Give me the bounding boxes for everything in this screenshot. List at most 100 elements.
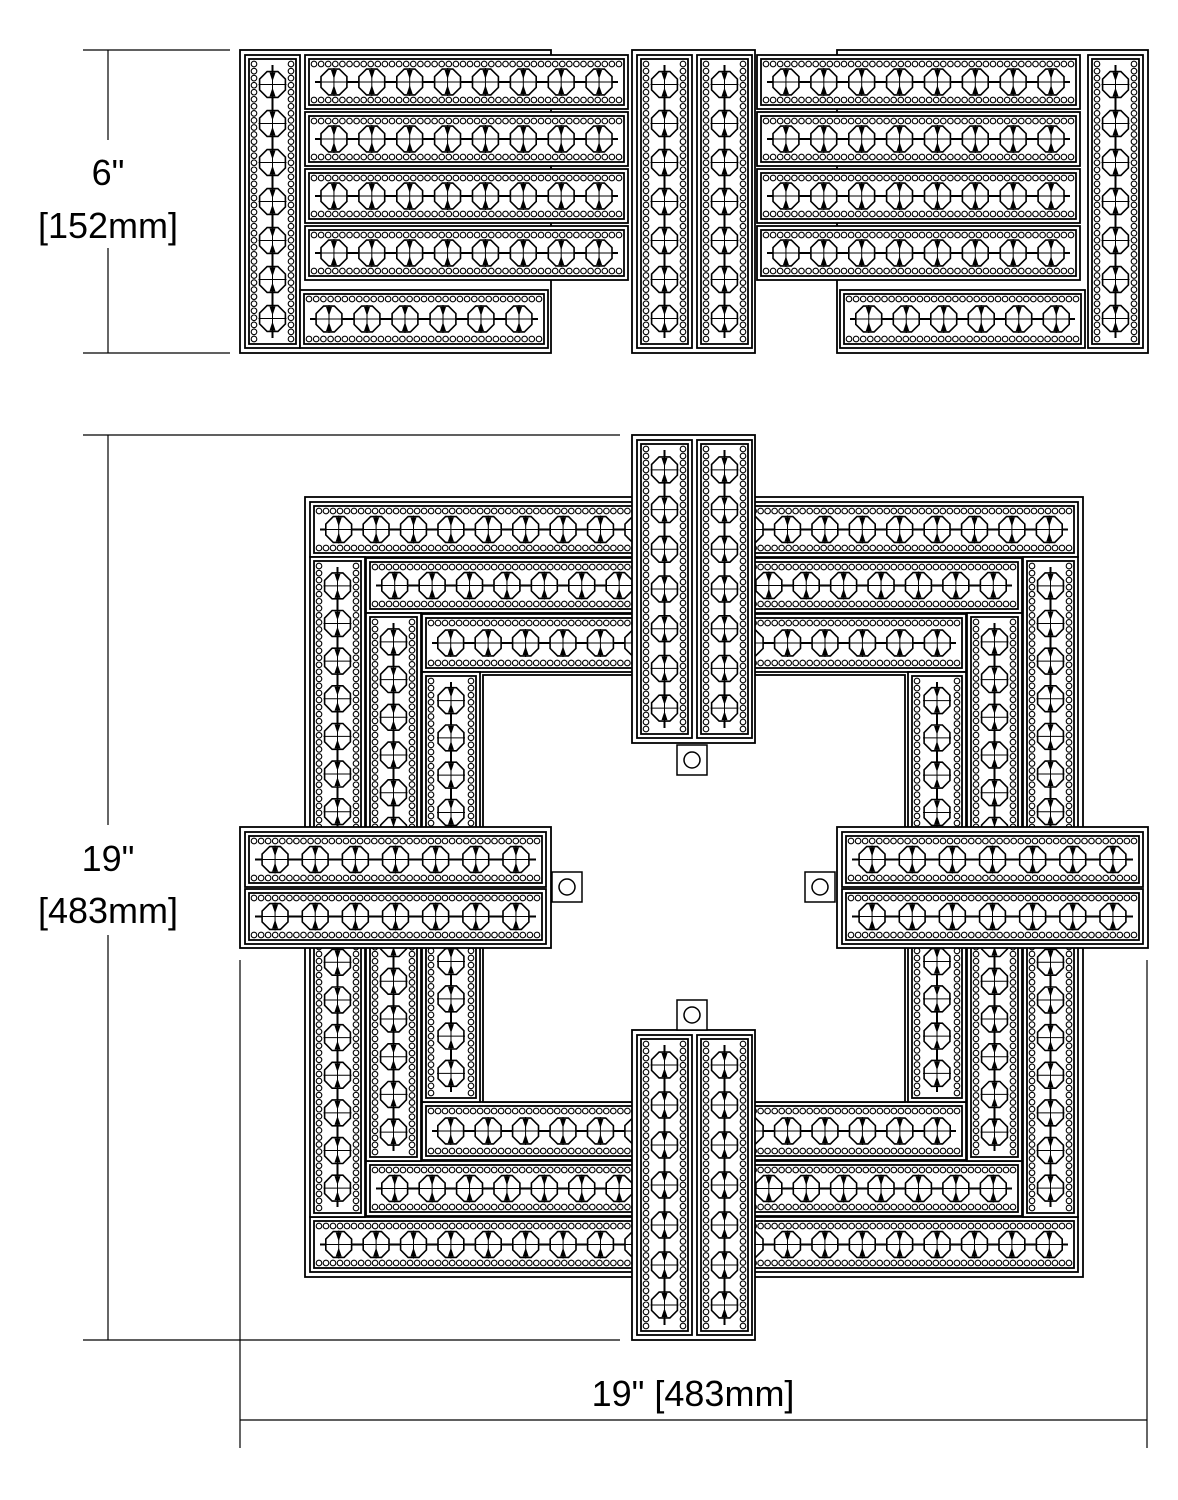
crystal-strip xyxy=(304,225,629,281)
crystal-icon xyxy=(923,1022,951,1051)
crystal-icon xyxy=(1037,239,1066,267)
crystal-icon xyxy=(792,571,821,600)
crystal-icon xyxy=(323,1098,352,1127)
crystal-icon xyxy=(810,515,839,544)
crystal-icon xyxy=(1058,845,1087,874)
crystal-icon xyxy=(1036,647,1065,676)
crystal-icon xyxy=(474,629,503,657)
crystal-strip xyxy=(304,54,629,110)
crystal-icon xyxy=(258,148,287,177)
crystal-icon xyxy=(710,694,739,723)
crystal-icon xyxy=(923,686,951,715)
crystal-icon xyxy=(258,70,287,99)
crystal-icon xyxy=(1004,305,1033,333)
crystal-icon xyxy=(773,1230,802,1259)
crystal-icon xyxy=(1036,571,1065,600)
crystal-strip xyxy=(636,54,693,349)
crystal-icon xyxy=(605,571,634,600)
crystal-icon xyxy=(341,845,370,874)
crystal-icon xyxy=(650,575,679,603)
crystal-icon xyxy=(474,1230,503,1259)
crystal-icon xyxy=(258,109,287,138)
crystal-icon xyxy=(501,845,530,874)
crystal-icon xyxy=(258,304,287,333)
crystal-icon xyxy=(848,1117,877,1145)
crystal-icon xyxy=(809,239,838,267)
crystal-icon xyxy=(999,182,1028,210)
crystal-icon xyxy=(474,515,503,544)
plan-depth-inches: 19" xyxy=(81,838,135,879)
crystal-icon xyxy=(353,305,381,333)
crystal-icon xyxy=(586,1230,615,1259)
crystal-icon xyxy=(433,182,462,210)
mount-bracket-icon xyxy=(676,999,708,1031)
crystal-icon xyxy=(923,1117,952,1145)
crystal-icon xyxy=(357,125,386,153)
crystal-icon xyxy=(773,515,802,544)
crystal-icon xyxy=(379,627,408,656)
crystal-icon xyxy=(323,647,352,676)
crystal-icon xyxy=(923,182,952,210)
crystal-icon xyxy=(885,182,914,210)
crystal-icon xyxy=(650,614,679,643)
crystal-icon xyxy=(323,1023,352,1052)
crystal-icon xyxy=(379,1005,408,1033)
crystal-icon xyxy=(848,515,877,544)
crystal-icon xyxy=(585,182,614,210)
crystal-icon xyxy=(357,68,386,96)
crystal-icon xyxy=(650,694,679,723)
crystal-icon xyxy=(1101,265,1130,294)
crystal-icon xyxy=(980,741,1009,769)
crystal-icon xyxy=(867,571,896,600)
crystal-icon xyxy=(511,515,540,544)
crystal-icon xyxy=(301,902,330,931)
crystal-icon xyxy=(885,1230,914,1259)
crystal-icon xyxy=(710,455,739,484)
crystal-icon xyxy=(549,1117,577,1145)
crystal-icon xyxy=(710,265,739,294)
crystal-icon xyxy=(1058,902,1087,931)
crystal-icon xyxy=(301,845,330,874)
crystal-icon xyxy=(885,239,914,267)
crystal-icon xyxy=(923,1059,951,1088)
crystal-strip xyxy=(304,168,629,224)
crystal-icon xyxy=(923,723,951,752)
crystal-icon xyxy=(1035,1230,1064,1259)
crystal-icon xyxy=(437,984,465,1013)
crystal-icon xyxy=(929,305,958,333)
crystal-icon xyxy=(858,845,887,874)
crystal-icon xyxy=(829,1174,858,1203)
crystal-icon xyxy=(710,495,739,524)
crystal-icon xyxy=(261,845,290,874)
crystal-icon xyxy=(809,125,838,153)
crystal-icon xyxy=(710,654,739,683)
crystal-icon xyxy=(980,627,1009,656)
crystal-icon xyxy=(501,902,530,931)
crystal-icon xyxy=(437,798,465,827)
crystal-icon xyxy=(710,1171,739,1199)
crystal-icon xyxy=(923,125,952,153)
crystal-strip xyxy=(244,831,547,888)
crystal-icon xyxy=(1037,182,1066,210)
crystal-icon xyxy=(362,515,391,544)
crystal-icon xyxy=(391,305,419,333)
crystal-strip xyxy=(756,54,1081,110)
crystal-icon xyxy=(395,239,424,267)
crystal-icon xyxy=(433,239,462,267)
crystal-icon xyxy=(586,1117,615,1145)
crystal-icon xyxy=(980,967,1009,996)
crystal-icon xyxy=(1098,902,1127,931)
crystal-icon xyxy=(938,902,967,931)
crystal-icon xyxy=(471,182,500,210)
crystal-strip xyxy=(636,1034,693,1336)
crystal-icon xyxy=(1098,845,1127,874)
crystal-icon xyxy=(980,1005,1009,1033)
crystal-icon xyxy=(258,226,287,255)
crystal-icon xyxy=(549,515,578,544)
crystal-icon xyxy=(323,797,352,826)
crystal-icon xyxy=(847,68,876,96)
crystal-icon xyxy=(1101,148,1130,177)
crystal-icon xyxy=(650,265,679,294)
crystal-icon xyxy=(650,1171,679,1199)
side-view xyxy=(239,49,1149,354)
